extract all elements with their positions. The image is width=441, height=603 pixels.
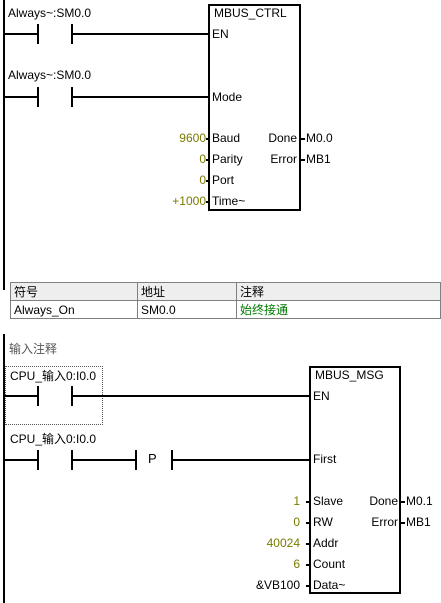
contact-address-label: CPU_输入0:I0.0 [10,432,97,446]
symbol-table: 符号 地址 注释 Always_On SM0.0 始终接通 [10,282,441,319]
table-cell: 始终接通 [236,300,441,319]
input-value[interactable]: 0 [293,515,300,529]
table-cell: SM0.0 [137,300,237,319]
input-value[interactable]: 40024 [266,536,300,550]
pin-label: RW [313,515,333,529]
pin-first-label: First [313,452,337,466]
input-value[interactable]: 0 [199,173,206,187]
pin-label: Done [268,131,297,145]
pin-en-label: EN [212,27,229,41]
output-value[interactable]: MB1 [306,152,331,166]
contact-address-label: Always~:SM0.0 [8,68,92,82]
output-value[interactable]: M0.1 [406,494,433,508]
column-header: 符号 [10,282,138,301]
input-value[interactable]: 9600 [179,131,206,145]
input-value[interactable]: &VB100 [255,578,300,592]
pin-label: Done [369,494,398,508]
pin-label: Baud [212,131,241,145]
column-header: 注释 [236,282,441,301]
pin-en-label: EN [313,389,330,403]
table-row[interactable]: Always_On SM0.0 始终接通 [10,300,441,319]
p-label: P [148,451,157,466]
mbus-msg-block[interactable] [309,366,401,594]
block-title: MBUS_CTRL [214,6,287,20]
block-title: MBUS_MSG [315,368,384,382]
pin-label: Data~ [313,578,346,592]
mbus-ctrl-block[interactable] [208,4,301,211]
table-header-row: 符号 地址 注释 [10,282,441,301]
pin-label: Port [212,173,235,187]
pin-label: Parity [212,152,243,166]
contact-address-label: CPU_输入0:I0.0 [10,369,97,383]
power-rail-1 [3,0,5,290]
input-value[interactable]: 1 [293,494,300,508]
input-value[interactable]: 6 [293,557,300,571]
pin-label: Addr [313,536,339,550]
column-header: 地址 [137,282,237,301]
table-cell: Always_On [10,300,138,319]
pin-label: Error [371,515,398,529]
pin-mode-label: Mode [212,90,243,104]
output-value[interactable]: M0.0 [306,131,333,145]
power-rail-2 [3,334,5,603]
contact-address-label: Always~:SM0.0 [8,6,92,20]
input-value[interactable]: 0 [199,152,206,166]
output-value[interactable]: MB1 [406,515,431,529]
pin-label: Count [313,557,346,571]
network-comment[interactable]: 输入注释 [9,342,58,356]
pin-label: Slave [313,494,344,508]
pin-label: Time~ [212,194,246,208]
pin-label: Error [270,152,297,166]
input-value[interactable]: +1000 [172,194,206,208]
